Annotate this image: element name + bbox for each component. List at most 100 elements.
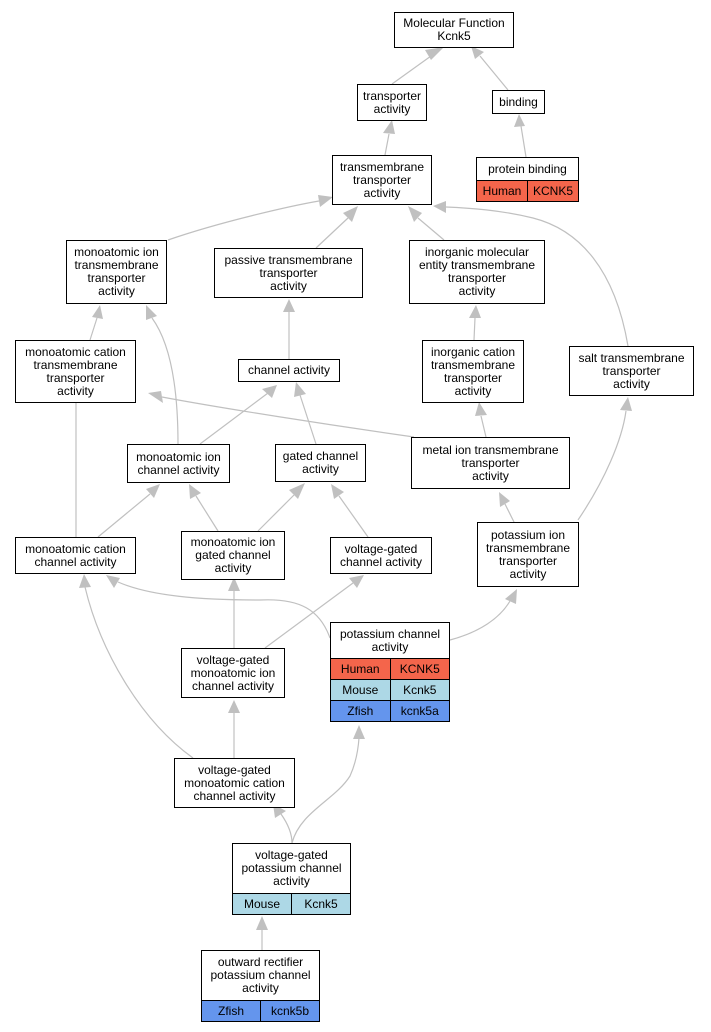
species-label: Mouse (342, 682, 379, 697)
node-inorganic-cation-tmt-activity[interactable]: inorganic cation transmembrane transport… (422, 340, 524, 403)
edge-transporter-to-molecular-function (391, 55, 432, 85)
arrowhead (620, 397, 632, 411)
arrowhead (146, 484, 160, 498)
arrowhead (433, 201, 446, 213)
arrowhead (289, 483, 305, 499)
arrowhead (294, 382, 306, 397)
edge-k-channel-to-k-ion-tmt (449, 600, 511, 641)
edge-vg-k-to-vg-monocation (280, 813, 293, 844)
edge-k-ion-tmt-to-metal (504, 503, 515, 523)
node-monoatomic-cation-tmt-activity[interactable]: monoatomic cation transmembrane transpor… (15, 340, 136, 403)
ortholog-row-human: Human KCNK5 (477, 180, 578, 201)
species-label: Zfish (217, 1003, 244, 1018)
node-passive-tmt-activity[interactable]: passive transmembrane transporter activi… (214, 248, 363, 298)
edge-vg-monoion-to-voltage-gated (264, 582, 354, 649)
node-potassium-channel-activity[interactable]: potassium channel activity Human KCNK5 M… (330, 622, 450, 722)
node-voltage-gated-potassium-channel-activity[interactable]: voltage-gated potassium channel activity… (232, 843, 351, 915)
node-label: passive transmembrane transporter activi… (224, 252, 353, 293)
node-monoatomic-cation-channel-activity[interactable]: monoatomic cation channel activity (15, 537, 136, 574)
node-gated-channel-activity[interactable]: gated channel activity (275, 444, 366, 482)
node-label: voltage-gated monoatomic cation channel … (184, 762, 285, 803)
arrowhead (228, 700, 240, 713)
node-channel-activity[interactable]: channel activity (238, 359, 340, 382)
node-label: inorganic molecular entity transmembrane… (418, 245, 536, 298)
node-monoatomic-ion-tmt-activity[interactable]: monoatomic ion transmembrane transporter… (66, 240, 167, 304)
node-voltage-gated-channel-activity[interactable]: voltage-gated channel activity (330, 537, 432, 574)
node-label: outward rectifier potassium channel acti… (210, 955, 311, 995)
node-potassium-ion-tmt-activity[interactable]: potassium ion transmembrane transporter … (477, 522, 579, 587)
edge-binding-to-molecular-function (479, 55, 509, 91)
gene-label: KCNK5 (389, 659, 450, 679)
species-label: Human (340, 661, 380, 676)
arrowhead (343, 206, 358, 222)
node-label: monoatomic cation transmembrane transpor… (25, 344, 126, 398)
node-voltage-gated-monoatomic-ion-channel-activity[interactable]: voltage-gated monoatomic ion channel act… (181, 648, 285, 698)
edge-salt-to-tmt (445, 206, 629, 347)
node-salt-tmt-activity[interactable]: salt transmembrane transporter activity (569, 346, 694, 396)
node-molecular-function[interactable]: Molecular Function Kcnk5 (394, 12, 514, 48)
arrowhead (189, 484, 201, 499)
node-monoatomic-ion-channel-activity[interactable]: monoatomic ion channel activity (127, 444, 230, 483)
ortholog-row-mouse: Mouse Kcnk5 (233, 893, 350, 914)
arrowhead (505, 589, 517, 604)
edge-inorg-mol-to-tmt (417, 217, 445, 241)
edge-metal-to-monocation-tmt (161, 396, 415, 438)
arrowhead (148, 391, 163, 403)
node-label: inorganic cation transmembrane transport… (430, 344, 516, 398)
node-label: transporter activity (362, 88, 422, 116)
node-label: monoatomic ion channel activity (136, 449, 221, 477)
ortholog-row-mouse: Mouse Kcnk5 (331, 679, 449, 700)
arrowhead (475, 402, 487, 416)
node-binding[interactable]: binding (492, 90, 545, 114)
node-inorganic-molecular-entity-tmt-activity[interactable]: inorganic molecular entity transmembrane… (409, 240, 545, 304)
edge-inorg-cation-to-inorg-mol (473, 317, 476, 341)
node-label: channel activity (247, 363, 331, 377)
arrowhead (408, 206, 422, 222)
node-monoatomic-ion-gated-channel-activity[interactable]: monoatomic ion gated channel activity (181, 531, 285, 580)
edge-gated-to-channel (299, 394, 317, 445)
node-transporter-activity[interactable]: transporter activity (357, 84, 427, 121)
arrowhead (256, 916, 268, 930)
node-label: voltage-gated monoatomic ion channel act… (190, 652, 276, 693)
node-label: monoatomic ion transmembrane transporter… (74, 245, 159, 298)
arrowhead (425, 47, 444, 60)
arrowhead (262, 385, 277, 398)
arrowhead (283, 299, 295, 312)
node-label: gated channel activity (282, 449, 359, 476)
node-label: transmembrane transporter activity (339, 159, 425, 200)
edge-vg-k-to-k-channel (291, 737, 360, 844)
ortholog-row-human: Human KCNK5 (331, 658, 449, 679)
arrowhead (469, 305, 481, 318)
node-label: monoatomic ion gated channel activity (190, 535, 276, 575)
edge-k-channel-to-monocation-channel (117, 581, 331, 639)
edge-monocation-tmt-to-monoion-tmt (89, 317, 98, 341)
arrowhead (349, 575, 364, 588)
arrowhead (514, 114, 525, 127)
edge-monoion-channel-to-monoion-tmt (151, 317, 179, 445)
arrowhead (318, 195, 333, 207)
edge-k-ion-tmt-to-salt (577, 410, 627, 521)
node-label: potassium channel activity (339, 626, 441, 654)
arrowhead (146, 305, 157, 320)
node-metal-ion-tmt-activity[interactable]: metal ion transmembrane transporter acti… (411, 437, 570, 489)
arrowhead (228, 577, 240, 591)
node-transmembrane-transporter-activity[interactable]: transmembrane transporter activity (332, 155, 432, 205)
edge-passive-to-tmt (315, 217, 349, 249)
node-outward-rectifier-potassium-channel-activity[interactable]: outward rectifier potassium channel acti… (201, 950, 320, 1022)
species-label: Zfish (347, 703, 374, 718)
node-label: potassium ion transmembrane transporter … (485, 527, 571, 581)
node-protein-binding[interactable]: protein binding Human KCNK5 (476, 157, 579, 202)
ortholog-row-zfish: Zfish kcnk5b (202, 1000, 319, 1021)
arrowhead (383, 120, 395, 134)
gene-label: Kcnk5 (291, 894, 350, 914)
node-label: binding (499, 94, 538, 109)
gene-label: kcnk5b (260, 1001, 319, 1021)
arrowhead (353, 725, 365, 739)
edge-protein-binding-to-binding (520, 125, 527, 158)
node-voltage-gated-monoatomic-cation-channel-activity[interactable]: voltage-gated monoatomic cation channel … (174, 758, 295, 808)
edge-monoion-gated-to-monoion-channel (195, 495, 219, 532)
gene-label: kcnk5a (389, 701, 450, 721)
node-label: protein binding (488, 161, 567, 176)
node-label: voltage-gated channel activity (339, 541, 423, 569)
node-label: Molecular Function Kcnk5 (403, 16, 505, 43)
